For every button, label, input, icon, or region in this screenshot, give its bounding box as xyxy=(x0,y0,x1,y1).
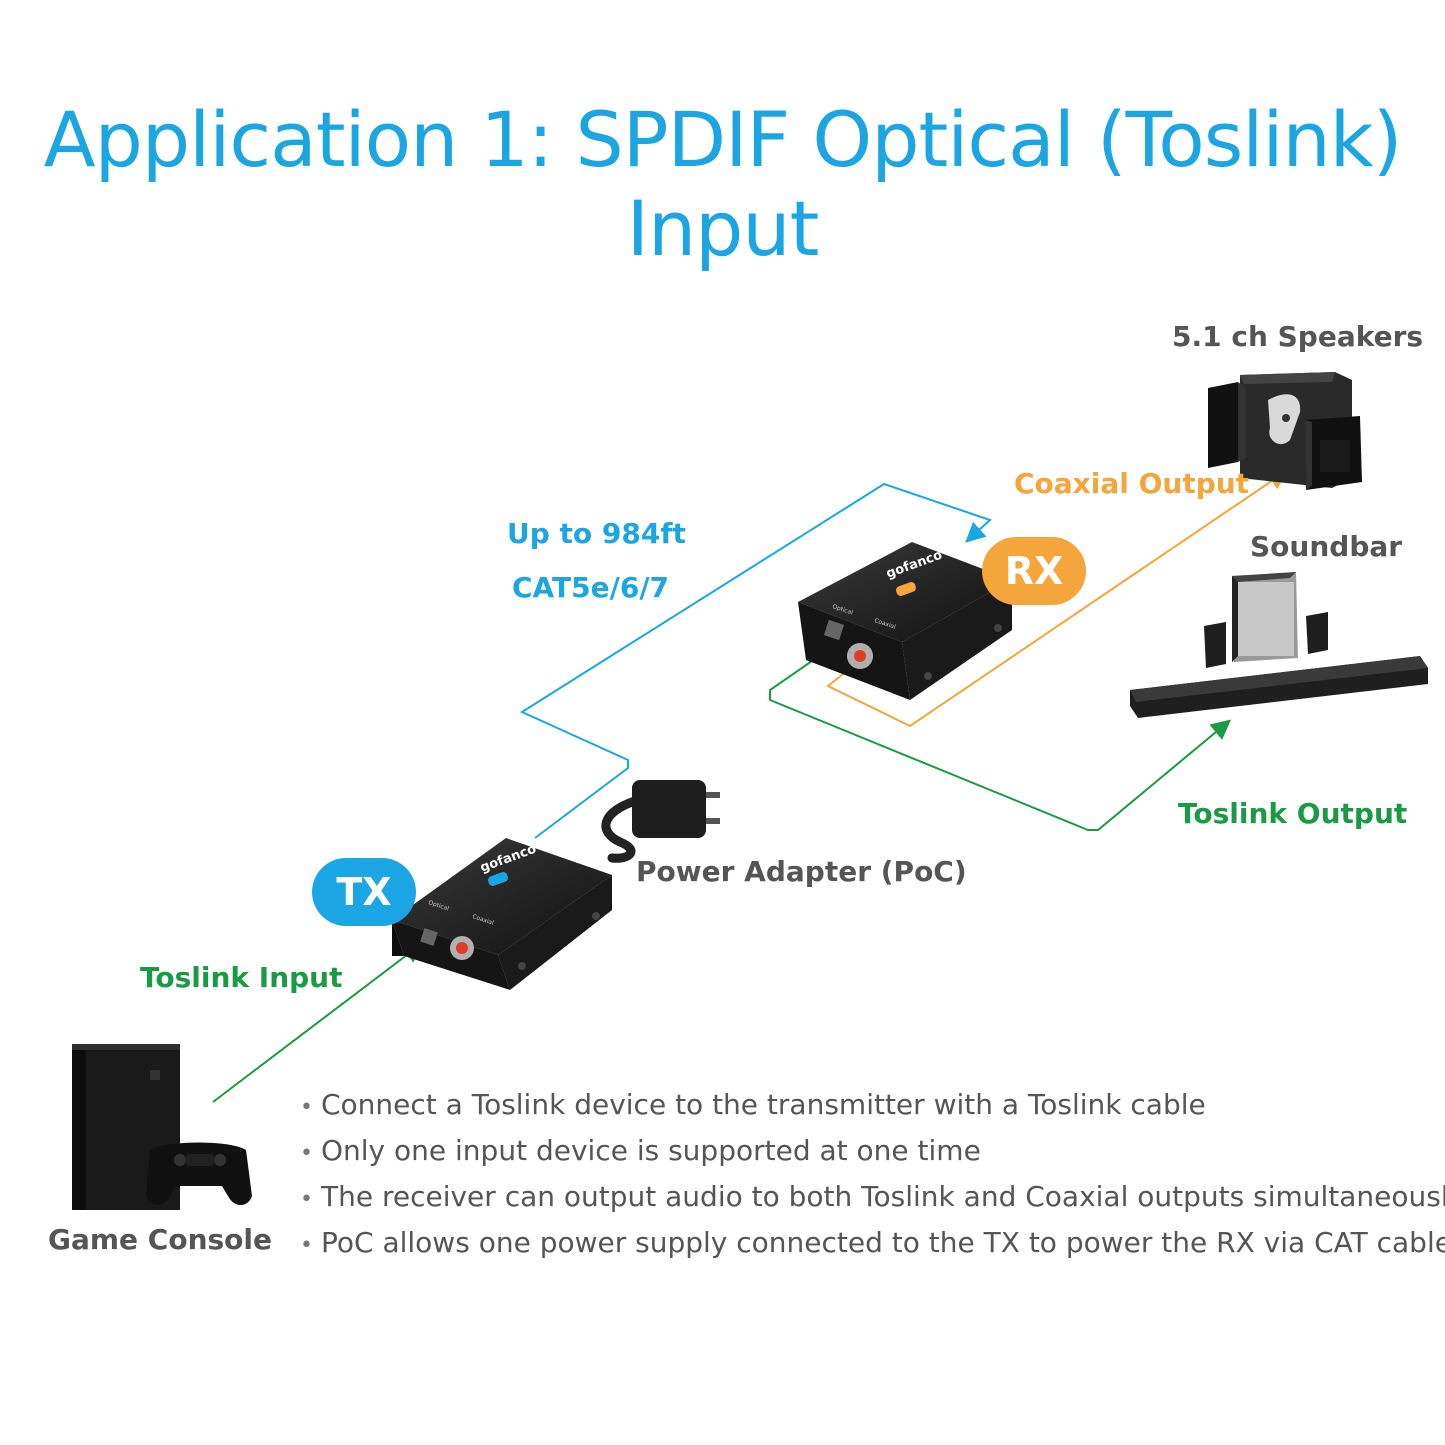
power-cable xyxy=(601,795,643,863)
cable-label: CAT5e/6/7 xyxy=(512,571,670,604)
toslink-input-line xyxy=(212,942,424,1103)
speakers-label: 5.1 ch Speakers xyxy=(1172,320,1424,353)
list-item: Connect a Toslink device to the transmit… xyxy=(300,1082,1445,1128)
power-adapter-icon xyxy=(632,780,720,838)
soundbar-icon xyxy=(1130,572,1428,718)
toslink-output-line xyxy=(769,651,1232,831)
toslink-output-label: Toslink Output xyxy=(1178,797,1408,830)
tx-device: gofanco Optical Coaxial xyxy=(392,838,612,990)
tx-badge: TX xyxy=(312,858,416,926)
distance-label: Up to 984ft xyxy=(507,517,686,550)
speakers-icon xyxy=(1208,372,1362,490)
coaxial-output-label: Coaxial Output xyxy=(1014,467,1250,500)
list-item: Only one input device is supported at on… xyxy=(300,1128,1445,1174)
list-item: The receiver can output audio to both To… xyxy=(300,1174,1445,1220)
game-console-icon xyxy=(72,1044,252,1210)
rx-device: gofanco Optical Coaxial xyxy=(798,542,1012,700)
soundbar-label: Soundbar xyxy=(1250,530,1403,563)
cat-cable-line xyxy=(519,482,992,839)
list-item: PoC allows one power supply connected to… xyxy=(300,1220,1445,1266)
feature-list: Connect a Toslink device to the transmit… xyxy=(300,1082,1445,1266)
game-console-label: Game Console xyxy=(48,1223,272,1256)
toslink-input-label: Toslink Input xyxy=(140,961,343,994)
rx-badge: RX xyxy=(982,537,1086,605)
page-title: Application 1: SPDIF Optical (Toslink) I… xyxy=(43,95,1403,273)
power-adapter-label: Power Adapter (PoC) xyxy=(636,855,967,888)
